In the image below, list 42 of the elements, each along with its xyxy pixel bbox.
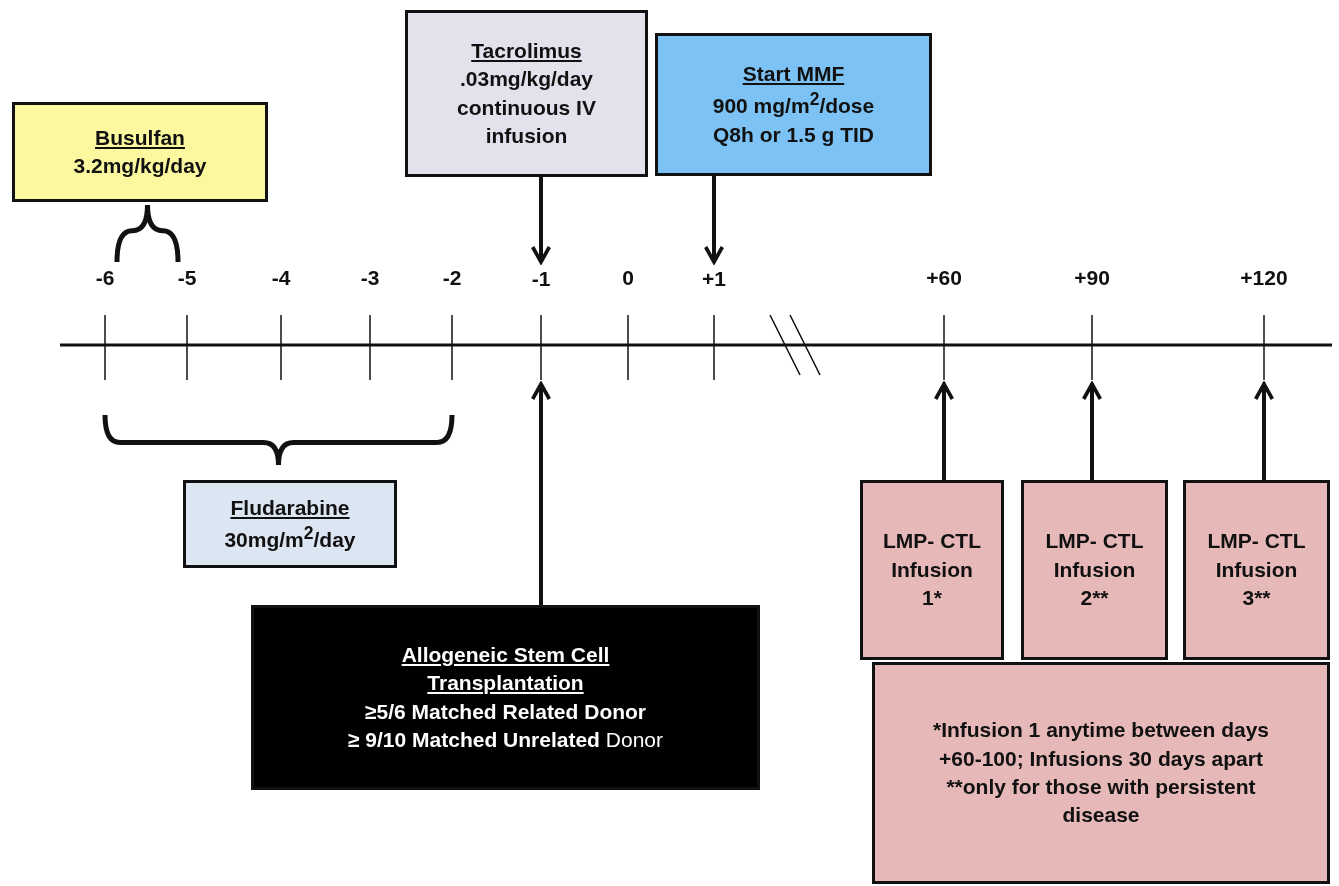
dose-text: .03mg/kg/day continuous IV infusion	[456, 66, 597, 149]
day-label: +60	[926, 266, 962, 290]
infusion-box	[1021, 480, 1168, 660]
drug-name: Busulfan	[95, 124, 185, 151]
arrow	[933, 382, 955, 480]
drug-box	[12, 102, 268, 202]
day-label: 0	[622, 266, 634, 290]
arrow	[1253, 382, 1275, 480]
drug-name: Tacrolimus	[471, 37, 582, 64]
dose-text: LMP- CTL Infusion 3**	[1206, 528, 1307, 612]
infusion-box	[1183, 480, 1330, 660]
day-label: +1	[702, 265, 726, 292]
dose-text: 900 mg/m$^{2}$/dose Q8h or 1.5 g TID	[711, 88, 876, 148]
arrow	[530, 177, 552, 264]
dose-text: LMP- CTL Infusion 2**	[1044, 528, 1145, 612]
drug-name: Start MMF	[742, 61, 845, 87]
day-label: -3	[360, 266, 380, 290]
day-label: +120	[1240, 266, 1288, 290]
note-box	[872, 662, 1330, 884]
dose-text: ≥ 9/10 Matched Unrelated Donor	[348, 726, 663, 753]
drug-name: Allogeneic Stem Cell Transplantation	[400, 641, 611, 697]
arrow	[530, 382, 552, 605]
day-label: +90	[1074, 266, 1110, 290]
day-label: -5	[177, 266, 197, 290]
transplant-box	[251, 605, 760, 790]
dose-text: ≥5/6 Matched Related Donor	[364, 698, 647, 725]
drug-name: Fludarabine	[230, 494, 350, 521]
drug-box	[183, 480, 397, 568]
arrow	[703, 176, 725, 264]
infusion-box	[860, 480, 1004, 660]
arrow	[1081, 382, 1103, 480]
day-label: -1	[531, 265, 551, 292]
dose-text: LMP- CTL Infusion 1*	[882, 528, 982, 612]
dose-text: *Infusion 1 anytime between days +60-100; Infusions 30 days apart	[931, 717, 1271, 772]
drug-box	[405, 10, 648, 177]
dose-text: 30mg/m$^{2}$/day	[224, 522, 356, 553]
dose-text: **only for those with persistent disease	[945, 774, 1257, 829]
day-label: -2	[442, 266, 462, 290]
day-label: -6	[95, 266, 115, 290]
dose-text: 3.2mg/kg/day	[73, 153, 207, 179]
day-label: -4	[271, 266, 291, 290]
drug-box	[655, 33, 932, 176]
